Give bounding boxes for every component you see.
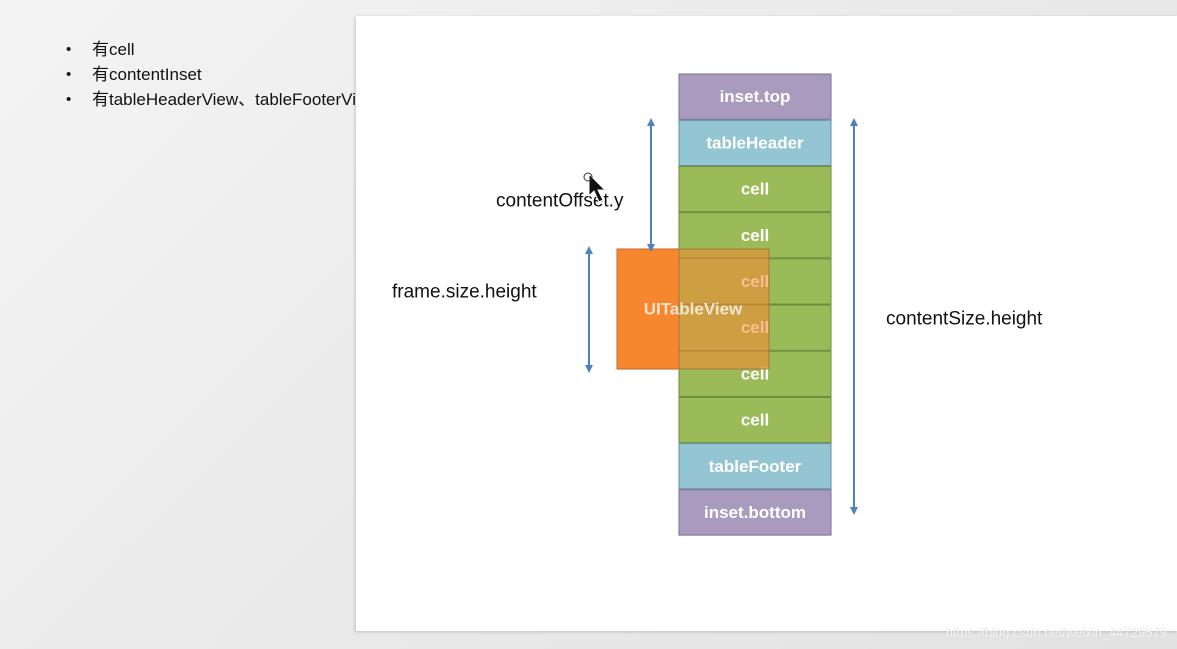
content-offset-label: contentOffset.y [496, 191, 624, 212]
uitableview-label: UITableView [644, 300, 743, 319]
row-label: cell [741, 180, 769, 199]
bullet-item: 有cell [66, 37, 378, 62]
uitableview-frame-left [616, 248, 680, 370]
cell-block [678, 396, 832, 444]
inset-block [678, 489, 832, 536]
row-label: inset.bottom [704, 503, 806, 522]
cursor-icon [583, 172, 607, 203]
content-size-label: contentSize.height [886, 309, 1043, 330]
bullet-item: 有contentInset [66, 62, 378, 87]
cell-block [678, 165, 832, 213]
uitableview-frame-overlap [678, 248, 770, 370]
row-label: inset.top [720, 87, 791, 106]
row-label: tableHeader [706, 133, 804, 152]
header-footer-block [678, 443, 832, 490]
bullet-list: 有cell 有contentInset 有tableHeaderView、tab… [66, 37, 378, 112]
inset-block [678, 73, 832, 120]
row-label: cell [741, 411, 769, 430]
frame-height-label: frame.size.height [392, 282, 537, 303]
row-label: cell [741, 226, 769, 245]
uitableview-frame: UITableView [616, 248, 770, 370]
row-label: tableFooter [709, 457, 802, 476]
watermark: https://blog.csdn.net/weixin_44729579 [945, 625, 1167, 640]
header-footer-block [678, 119, 832, 166]
bullet-item: 有tableHeaderView、tableFooterView [66, 87, 378, 112]
